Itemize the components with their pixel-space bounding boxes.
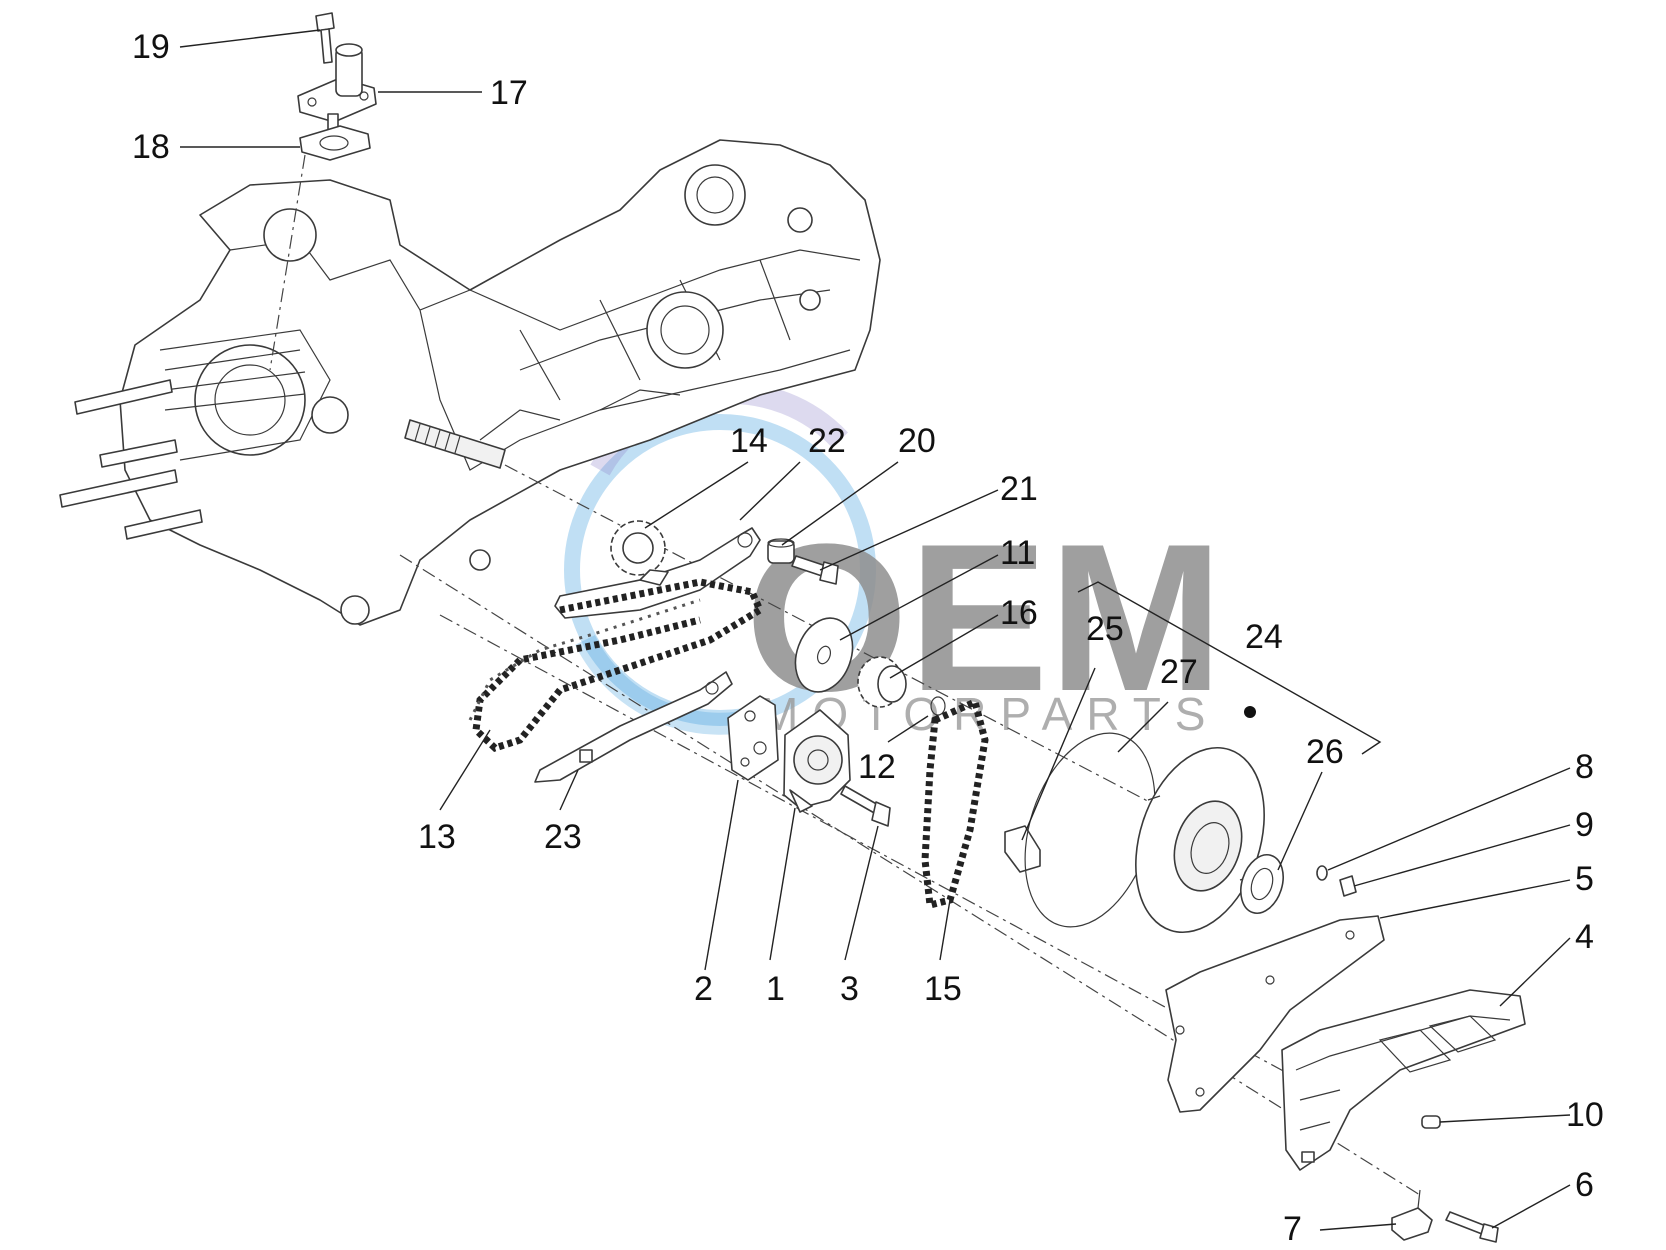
part-18-gasket — [299, 125, 371, 161]
part-3-bolt — [840, 785, 891, 827]
callout-10: 10 — [1566, 1096, 1604, 1134]
part-25-block — [1004, 825, 1041, 873]
callout-13: 13 — [418, 818, 456, 856]
leader-lines — [179, 29, 1571, 1231]
part-16-sprocket — [857, 656, 907, 708]
part-10-plug — [1421, 1115, 1441, 1129]
part-21-bolt — [791, 555, 839, 585]
callout-9: 9 — [1575, 806, 1594, 844]
part-26-oil-seal — [1240, 854, 1284, 914]
part-2-plate — [727, 695, 779, 781]
callout-18: 18 — [132, 128, 170, 166]
reference-dot — [1244, 706, 1256, 718]
callout-4: 4 — [1575, 918, 1594, 956]
part-8-washer — [1316, 865, 1328, 881]
part-23-chain-guide — [534, 671, 733, 783]
callout-5: 5 — [1575, 860, 1594, 898]
part-13-chain — [468, 578, 765, 752]
callout-8: 8 — [1575, 748, 1594, 786]
callout-labels: 19 17 18 14 22 20 21 11 16 25 24 27 26 1… — [132, 28, 1604, 1248]
watermark-logo-text: OEM — [745, 500, 1223, 735]
callout-25: 25 — [1086, 610, 1124, 648]
callout-21: 21 — [1000, 470, 1038, 508]
part-5-gasket — [1165, 915, 1385, 1113]
part-6-bolt — [1445, 1211, 1499, 1243]
callout-7: 7 — [1283, 1210, 1302, 1248]
part-20-bushing — [767, 538, 795, 564]
callout-22: 22 — [808, 422, 846, 460]
part-24-cover — [1135, 746, 1265, 934]
part-22-chain-guide — [554, 527, 761, 619]
part-7-clip — [1391, 1189, 1433, 1241]
callout-12: 12 — [858, 748, 896, 786]
part-4-oil-sump — [1281, 989, 1526, 1171]
callout-20: 20 — [898, 422, 936, 460]
callout-1: 1 — [766, 970, 785, 1008]
part-17-chain-tensioner — [297, 43, 377, 131]
callout-17: 17 — [490, 74, 528, 112]
part-14-sprocket — [610, 520, 666, 576]
callout-27: 27 — [1160, 653, 1198, 691]
group-24-bracket — [1077, 581, 1382, 755]
callout-11: 11 — [1000, 534, 1035, 572]
watermark-logo: OEM MOTORPARTS — [564, 382, 1223, 740]
callout-23: 23 — [544, 818, 582, 856]
callout-15: 15 — [924, 970, 962, 1008]
part-11-washer — [794, 617, 854, 693]
callout-6: 6 — [1575, 1166, 1594, 1204]
part-1-oil-pump — [783, 709, 851, 813]
callout-19: 19 — [132, 28, 170, 66]
callout-3: 3 — [840, 970, 859, 1008]
callout-16: 16 — [1000, 594, 1038, 632]
callout-2: 2 — [694, 970, 713, 1008]
crankcase-drawing — [59, 139, 881, 626]
callout-14: 14 — [730, 422, 768, 460]
part-9-screw — [1339, 875, 1357, 897]
callout-26: 26 — [1306, 733, 1344, 771]
part-19-bolt — [315, 12, 335, 64]
callout-24: 24 — [1245, 618, 1283, 656]
